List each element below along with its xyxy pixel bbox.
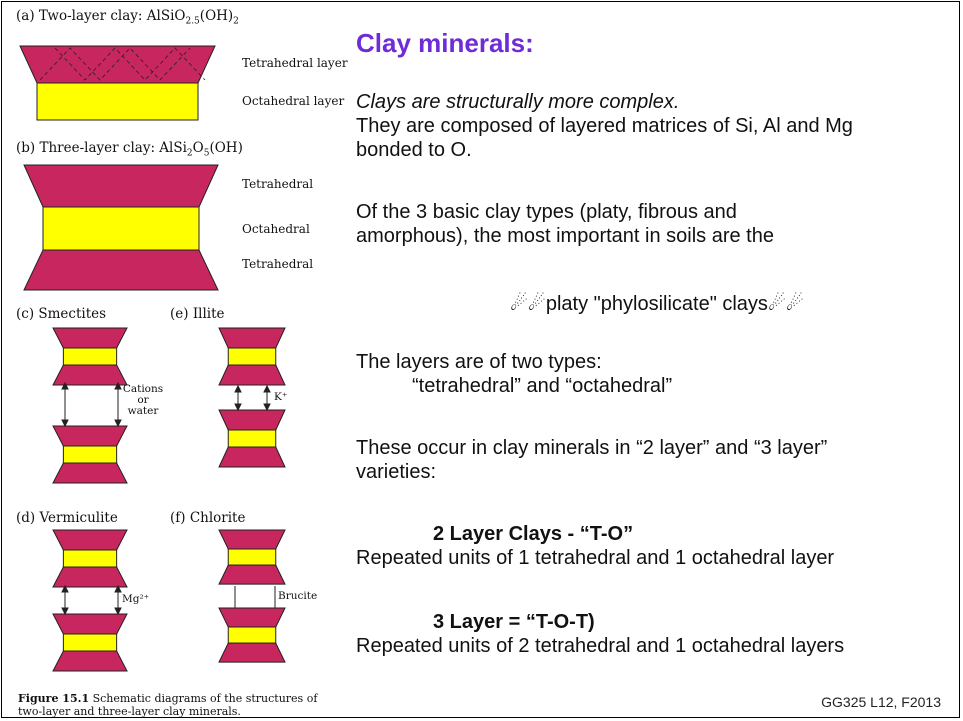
e-upper-tetra-top: [219, 328, 285, 348]
b-tetra-top-label: Tetrahedral: [242, 177, 313, 191]
text-line-6: ☄☄platy "phylosilicate" clays☄☄: [510, 292, 804, 316]
b-octa-label: Octahedral: [242, 222, 310, 236]
bullet-left: ☄☄: [510, 293, 546, 315]
e-lower-octa: [228, 430, 276, 447]
text-line-3: bonded to O.: [356, 138, 472, 162]
e-upper-tetra-bottom: [219, 365, 285, 385]
panel-b-caption: (b) Three-layer clay: AlSi2O5(OH): [16, 140, 243, 159]
d-upper-octa: [63, 550, 116, 567]
d-upper-tetra-top: [53, 530, 127, 550]
text-line-9: These occur in clay minerals in “2 layer…: [356, 436, 827, 460]
f-upper-tetra-top: [219, 530, 285, 549]
e-lower-tetra-top: [219, 410, 285, 430]
text-line-5: amorphous), the most important in soils …: [356, 224, 774, 248]
a-octahedral-layer: [37, 83, 198, 120]
panel-c-caption: (c) Smectites: [16, 306, 106, 322]
panel-f-caption: (f) Chlorite: [170, 510, 245, 526]
d-upper-tetra-bottom: [53, 567, 127, 587]
clay-diagram: [10, 0, 350, 721]
d-gap-label: Mg²⁺: [122, 593, 149, 605]
c-lower-tetra-bottom: [53, 463, 127, 483]
a-tetra-label: Tetrahedral layer: [242, 56, 348, 70]
figure-caption: Figure 15.1 Schematic diagrams of the st…: [18, 692, 348, 718]
f-upper-octa: [228, 549, 276, 565]
panel-d-caption: (d) Vermiculite: [16, 510, 118, 526]
c-lower-tetra-top: [53, 426, 127, 446]
c-upper-tetra-top: [53, 328, 127, 348]
text-line-8: “tetrahedral” and “octahedral”: [412, 374, 672, 398]
text-line-10: varieties:: [356, 460, 436, 484]
d-lower-tetra-bottom: [53, 651, 127, 671]
e-upper-octa: [228, 348, 276, 365]
f-lower-octa: [228, 627, 276, 643]
text-line-7: The layers are of two types:: [356, 350, 602, 374]
f-lower-tetra-top: [219, 608, 285, 627]
text-line-1: Clays are structurally more complex.: [356, 90, 679, 114]
b-tetrahedral-bottom: [24, 250, 218, 290]
e-gap-label: K⁺: [274, 391, 287, 403]
c-upper-tetra-bottom: [53, 365, 127, 385]
f-upper-tetra-bottom: [219, 565, 285, 584]
e-lower-tetra-bottom: [219, 447, 285, 467]
panel-a-diagram: [20, 46, 215, 120]
f-gap-label: Brucite: [278, 590, 317, 602]
text-line-4: Of the 3 basic clay types (platy, fibrou…: [356, 200, 737, 224]
d-lower-octa: [63, 634, 116, 651]
d-lower-tetra-top: [53, 614, 127, 634]
b-tetrahedral-top: [24, 165, 218, 207]
panel-a-caption: (a) Two-layer clay: AlSiO2.5(OH)2: [16, 8, 239, 27]
text-line-12: Repeated units of 2 tetrahedral and 1 oc…: [356, 634, 844, 658]
bullet-right: ☄☄: [768, 293, 804, 315]
footer: GG325 L12, F2013: [821, 694, 941, 710]
heading-3-layer: 3 Layer = “T-O-T): [433, 610, 595, 634]
a-octa-label: Octahedral layer: [242, 94, 344, 108]
c-lower-octa: [63, 446, 116, 463]
panel-e-caption: (e) Illite: [170, 306, 225, 322]
panel-b-diagram: [24, 165, 218, 290]
c-upper-octa: [63, 348, 116, 365]
a-tetrahedral-layer: [20, 46, 215, 83]
clay-figure: (a) Two-layer clay: AlSiO2.5(OH)2 Tetrah…: [10, 0, 350, 721]
heading-2-layer: 2 Layer Clays - “T-O”: [433, 522, 633, 546]
text-line-11: Repeated units of 1 tetrahedral and 1 oc…: [356, 546, 834, 570]
b-octahedral: [43, 207, 199, 250]
stack-diagrams: [53, 328, 285, 671]
slide-title: Clay minerals:: [356, 28, 534, 59]
b-tetra-bottom-label: Tetrahedral: [242, 257, 313, 271]
f-lower-tetra-bottom: [219, 643, 285, 662]
text-line-2: They are composed of layered matrices of…: [356, 114, 853, 138]
